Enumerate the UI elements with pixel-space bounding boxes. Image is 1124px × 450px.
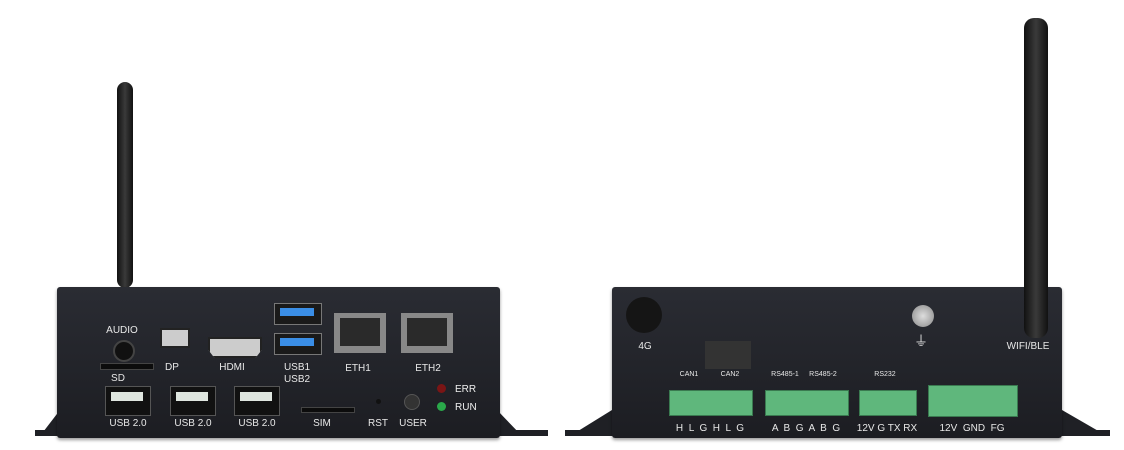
can-pin-labels: H L G H L G — [675, 423, 745, 434]
usb20-port — [105, 386, 151, 416]
rs485-1-label: RS485-1 — [771, 371, 799, 378]
rs485-terminal-block — [765, 390, 849, 416]
can1-label: CAN1 — [679, 371, 699, 378]
err-label: ERR — [455, 384, 477, 395]
rst-label: RST — [368, 418, 388, 429]
rs232-terminal-block — [859, 390, 917, 416]
power-pin-labels: 12V GND FG — [939, 423, 1005, 434]
power-terminal-block — [928, 385, 1018, 417]
antenna-4g-connector — [626, 297, 662, 333]
mounting-foot — [497, 410, 522, 436]
eth1-port — [334, 313, 386, 353]
usb1-label: USB1 — [283, 362, 311, 373]
rs232-pin-labels: 12V G TX RX — [856, 423, 918, 434]
hdmi-port — [208, 337, 262, 358]
eth2-label: ETH2 — [415, 363, 441, 374]
user-label: USER — [399, 418, 427, 429]
can2-label: CAN2 — [720, 371, 740, 378]
rs485-pin-labels: A B G A B G — [771, 423, 841, 434]
antenna-wifi — [1024, 18, 1048, 338]
audio-jack — [113, 340, 135, 362]
user-button[interactable] — [404, 394, 420, 410]
ground-icon: ⏚ — [914, 333, 928, 349]
antenna-front — [117, 82, 133, 288]
audio-label: AUDIO — [106, 325, 138, 336]
eth1-label: ETH1 — [345, 363, 371, 374]
usb2-port — [274, 333, 322, 355]
sd-slot — [100, 363, 154, 370]
dp-port — [160, 328, 190, 348]
usb20-port — [234, 386, 280, 416]
run-label: RUN — [455, 402, 477, 413]
dp-label: DP — [165, 362, 179, 373]
4g-label: 4G — [638, 341, 652, 352]
reset-button[interactable] — [376, 399, 381, 404]
rs232-label: RS232 — [874, 371, 896, 378]
usb20-label: USB 2.0 — [174, 418, 212, 429]
wifi-ble-label: WIFI/BLE — [1006, 341, 1050, 352]
usb1-port — [274, 303, 322, 325]
mounting-foot — [1062, 410, 1107, 436]
err-led — [437, 384, 446, 393]
run-led — [437, 402, 446, 411]
ground-screw — [912, 305, 934, 327]
usb2-label: USB2 — [283, 374, 311, 385]
can-terminal-block — [669, 390, 753, 416]
sticker — [705, 341, 751, 369]
rs485-2-label: RS485-2 — [809, 371, 837, 378]
eth2-port — [401, 313, 453, 353]
usb20-port — [170, 386, 216, 416]
usb20-label: USB 2.0 — [109, 418, 147, 429]
sim-slot — [301, 407, 355, 413]
sd-label: SD — [111, 373, 125, 384]
sim-label: SIM — [313, 418, 331, 429]
usb20-label: USB 2.0 — [238, 418, 276, 429]
hdmi-label: HDMI — [219, 362, 245, 373]
